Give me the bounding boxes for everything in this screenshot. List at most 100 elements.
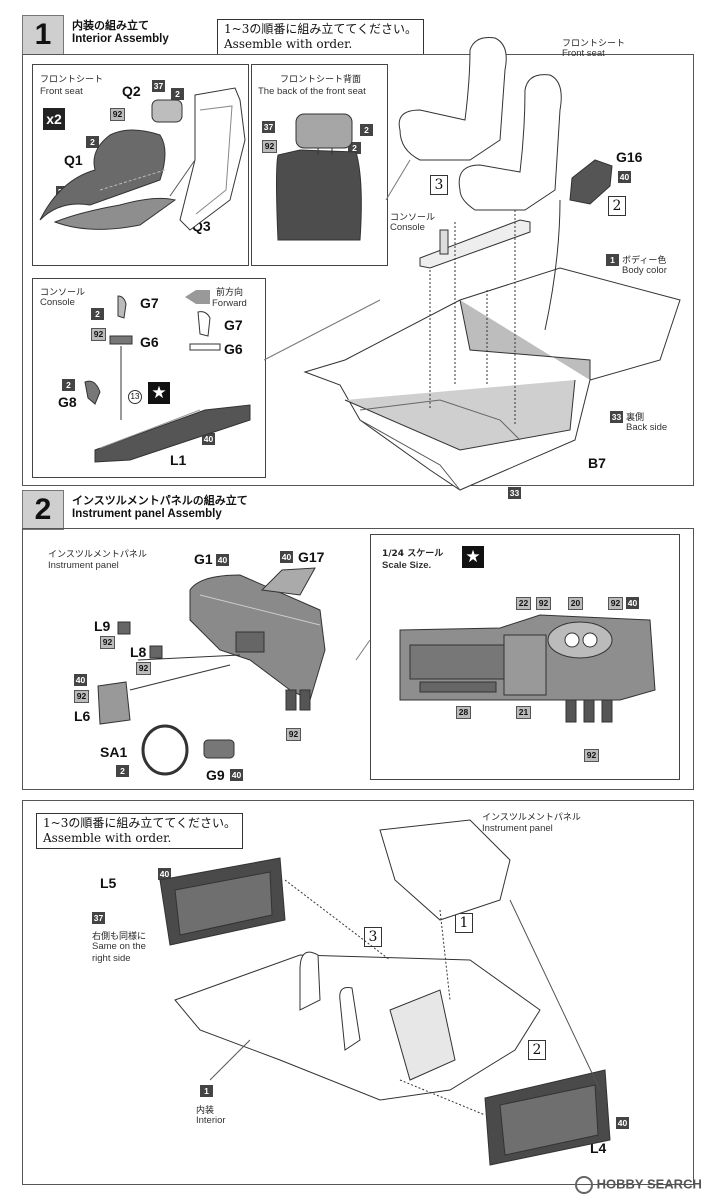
color-number-circled: 13 — [128, 390, 142, 404]
color-badge: 40 — [202, 433, 215, 445]
part-g6: G6 — [140, 334, 159, 350]
color-badge: 40 — [74, 674, 87, 686]
body-color-badge: 1 — [606, 254, 619, 266]
part-l1: L1 — [170, 452, 187, 468]
sequence-marker-3: 3 — [430, 175, 448, 195]
color-badge: 92 — [136, 662, 151, 675]
color-badge: 28 — [456, 706, 471, 719]
part-g7-forward: G7 — [224, 317, 243, 333]
order-note-jp: 1~3の順番に組み立ててください。 — [224, 22, 417, 36]
color-badge: 37 — [262, 121, 275, 133]
color-badge: 2 — [171, 88, 184, 100]
step-2-number: 2 — [22, 490, 64, 530]
scale-label-en: Scale Size. — [382, 560, 432, 571]
sequence-marker-1: 1 — [455, 913, 473, 933]
front-seat-panel-label-en: Front seat — [40, 86, 83, 97]
back-side-badge: 33 — [610, 411, 623, 423]
part-g16: G16 — [616, 149, 643, 165]
order-note-jp: 1~3の順番に組み立ててください。 — [43, 816, 236, 830]
color-badge: 92 — [584, 749, 599, 762]
color-badge: 2 — [116, 765, 129, 777]
color-badge: 92 — [100, 636, 115, 649]
seat-back-panel-label-jp: フロントシート背面 — [280, 75, 362, 85]
color-badge: 40 — [572, 310, 585, 322]
color-badge: 40 — [230, 769, 243, 781]
color-badge: 92 — [286, 728, 301, 741]
back-side-label-en: Back side — [626, 422, 668, 433]
ip-label-en: Instrument panel — [482, 823, 553, 834]
watermark-text: HOBBY SEARCH — [596, 1176, 702, 1192]
step-2-title-jp: インスツルメントパネルの組み立て — [72, 494, 248, 507]
console-panel-label-jp: コンソール — [40, 288, 86, 298]
color-badge: 40 — [626, 597, 639, 609]
part-q1: Q1 — [64, 152, 83, 168]
scale-label-jp: 1/24 スケール — [382, 549, 444, 559]
order-note-en: Assemble with order. — [43, 831, 172, 845]
main-front-seat-label-en: Front seat — [562, 48, 605, 59]
forward-label-en: Forward — [212, 298, 247, 309]
part-l5: L5 — [100, 875, 117, 891]
part-g1: G1 — [194, 551, 213, 567]
part-g6-forward: G6 — [224, 341, 243, 357]
step-1-order-note: 1~3の順番に組み立ててください。 Assemble with order. — [217, 19, 424, 55]
main-console-label-jp: コンソール — [390, 213, 436, 223]
step-3-frame — [22, 800, 694, 1185]
part-b7: B7 — [588, 455, 606, 471]
sequence-marker-2: 2 — [608, 196, 626, 216]
ip-panel-label-jp: インスツルメントパネル — [48, 550, 147, 560]
color-badge: 92 — [262, 140, 277, 153]
star-icon: ★ — [148, 382, 170, 404]
step-1-title-jp: 内装の組み立て — [72, 19, 149, 32]
color-badge: 21 — [516, 706, 531, 719]
part-g17: G17 — [298, 549, 325, 565]
color-badge: 40 — [216, 554, 229, 566]
star-icon: ★ — [462, 546, 484, 568]
part-g9: G9 — [206, 767, 225, 783]
console-panel-label-en: Console — [40, 297, 75, 308]
front-seat-panel-label-jp: フロントシート — [40, 75, 104, 85]
color-badge: 2 — [348, 142, 361, 154]
color-badge: 2 — [62, 379, 75, 391]
same-right-side-jp: 右側も同様に — [92, 932, 147, 942]
same-right-side-en-2: right side — [92, 953, 131, 964]
sequence-marker-1: 1 — [408, 344, 426, 364]
color-badge: 2 — [86, 136, 99, 148]
part-l6: L6 — [74, 708, 91, 724]
part-l8: L8 — [130, 644, 147, 660]
sequence-marker-2: 2 — [528, 1040, 546, 1060]
ip-label-jp: インスツルメントパネル — [482, 813, 581, 823]
part-g7: G7 — [140, 295, 159, 311]
body-color-label-jp: ボディー色 — [622, 256, 667, 266]
body-color-label-en: Body color — [622, 265, 667, 276]
watermark: HOBBY SEARCH — [575, 1176, 702, 1194]
forward-label-jp: 前方向 — [216, 288, 244, 298]
part-q3: Q3 — [192, 218, 211, 234]
color-badge: 22 — [516, 597, 531, 610]
color-badge: 40 — [616, 1117, 629, 1129]
main-console-label-en: Console — [390, 222, 425, 233]
color-badge: 2 — [91, 308, 104, 320]
color-badge: 37 — [56, 186, 69, 198]
ip-panel-label-en: Instrument panel — [48, 560, 119, 571]
part-l9: L9 — [94, 618, 111, 634]
color-badge: 2 — [360, 124, 373, 136]
step-1-number: 1 — [22, 15, 64, 55]
part-l4: L4 — [590, 1140, 607, 1156]
color-badge: 40 — [158, 868, 171, 880]
color-badge: 37 — [92, 912, 105, 924]
step-2-title-en: Instrument panel Assembly — [72, 508, 222, 520]
quantity-x2-badge: x2 — [43, 108, 65, 130]
color-badge: 92 — [91, 328, 106, 341]
seat-back-panel-label-en: The back of the front seat — [258, 86, 366, 97]
color-badge: 92 — [536, 597, 551, 610]
color-badge: 40 — [618, 171, 631, 183]
part-q2: Q2 — [122, 83, 141, 99]
same-right-side-en-1: Same on the — [92, 941, 146, 952]
watermark-logo-icon — [575, 1176, 593, 1194]
part-sa1: SA1 — [100, 744, 128, 760]
instrument-panel-box — [36, 538, 362, 778]
step-2-frame — [22, 528, 694, 790]
step-3-order-note: 1~3の順番に組み立ててください。 Assemble with order. — [36, 813, 243, 849]
sequence-marker-3: 3 — [364, 927, 382, 947]
main-front-seat-label-jp: フロントシート — [562, 39, 626, 49]
